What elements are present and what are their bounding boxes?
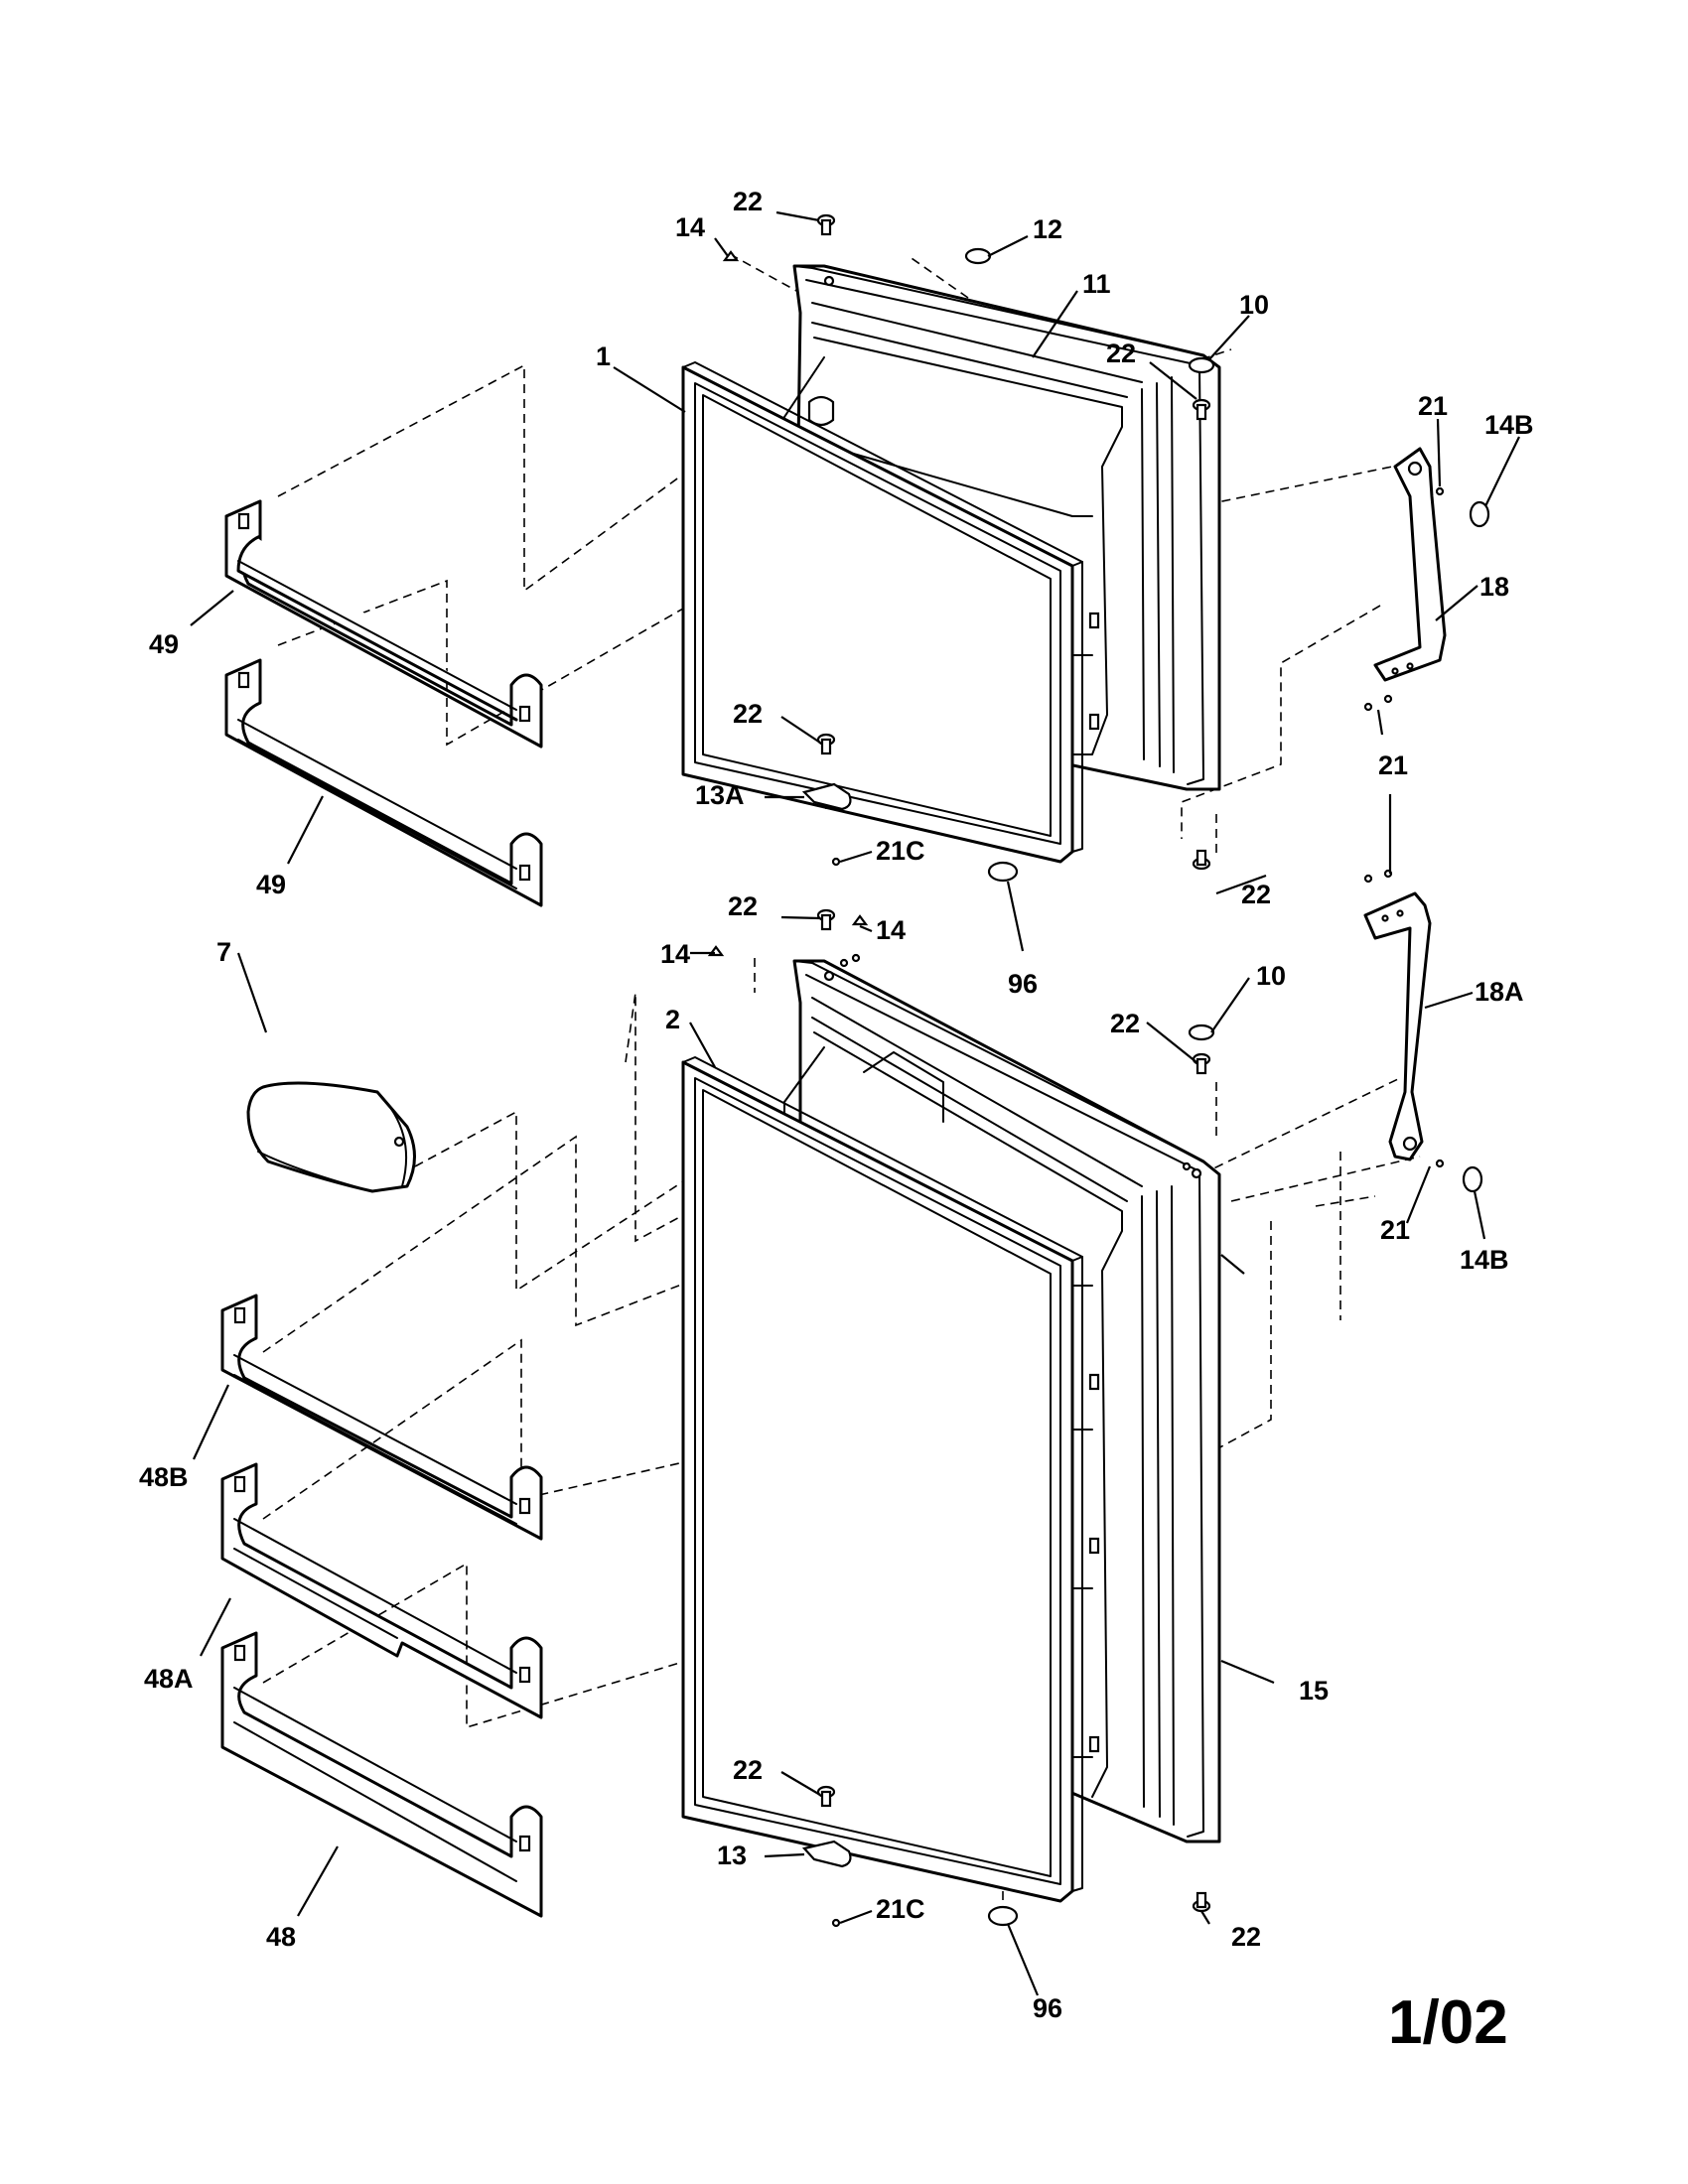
screw-21C-b xyxy=(831,1918,841,1928)
hinge-pin-13A xyxy=(801,782,852,811)
label-10-a: 10 xyxy=(1239,290,1269,320)
door-rack-49-lower xyxy=(224,658,543,907)
screw-21C-a xyxy=(831,857,841,867)
label-96-b: 96 xyxy=(1033,1993,1062,2023)
screw-22-c xyxy=(816,733,836,755)
cap-10-upper xyxy=(1188,356,1215,374)
screw-22-d xyxy=(1192,849,1211,871)
label-14B-a: 14B xyxy=(1484,410,1534,440)
screw-21-b xyxy=(1363,702,1373,712)
label-14-a: 14 xyxy=(675,212,705,242)
screw-22-g xyxy=(816,1785,836,1808)
door-rack-49-upper xyxy=(224,499,543,749)
label-48B: 48B xyxy=(139,1462,189,1492)
cap-10-lower xyxy=(1188,1024,1215,1041)
screw-21-a xyxy=(1435,486,1445,496)
screw-22-f xyxy=(1192,1052,1211,1075)
hardware xyxy=(707,213,1490,1928)
screw-22-h xyxy=(1192,1891,1211,1913)
label-7: 7 xyxy=(216,937,231,967)
hinge-18 xyxy=(1373,447,1447,682)
page-number: 1/02 xyxy=(1388,1988,1508,2057)
cap-14B-lower xyxy=(1462,1165,1483,1193)
label-21C-a: 21C xyxy=(876,836,925,866)
screw-21-d xyxy=(1363,874,1373,884)
label-22-h: 22 xyxy=(1231,1922,1261,1952)
label-22-a: 22 xyxy=(733,187,763,216)
label-13A: 13A xyxy=(695,780,745,810)
label-18: 18 xyxy=(1479,572,1509,602)
gasket-1 xyxy=(681,361,1083,864)
screw-22-a xyxy=(816,213,836,236)
dairy-door-7 xyxy=(246,1081,416,1193)
door-rack-48A xyxy=(220,1462,543,1719)
label-22-f: 22 xyxy=(1110,1009,1140,1038)
leader-lines xyxy=(190,210,1520,1996)
label-10-b: 10 xyxy=(1256,961,1286,991)
label-14-c: 14 xyxy=(660,939,690,969)
gasket-2 xyxy=(681,1056,1083,1903)
label-49-a: 49 xyxy=(149,629,179,659)
label-22-d: 22 xyxy=(1241,880,1271,909)
label-48A: 48A xyxy=(144,1664,194,1694)
screw-22-e xyxy=(816,908,836,931)
label-15: 15 xyxy=(1299,1676,1329,1706)
door-rack-48 xyxy=(220,1631,543,1918)
screw-21-f xyxy=(1435,1159,1445,1168)
screw-22-b xyxy=(1192,398,1211,421)
spacer-96-lower xyxy=(987,1905,1019,1927)
label-13: 13 xyxy=(717,1841,747,1870)
label-22-b: 22 xyxy=(1106,339,1136,368)
label-11: 11 xyxy=(1082,269,1111,299)
spacer-96-upper xyxy=(987,861,1019,883)
cap-14B-upper xyxy=(1469,500,1490,528)
label-18A: 18A xyxy=(1475,977,1524,1007)
label-48: 48 xyxy=(266,1922,296,1952)
label-2: 2 xyxy=(665,1005,680,1034)
hinge-18A xyxy=(1363,891,1432,1161)
label-49-b: 49 xyxy=(256,870,286,899)
door-rack-48B xyxy=(220,1294,543,1541)
label-14-b: 14 xyxy=(876,915,906,945)
label-21-c: 21 xyxy=(1380,1215,1410,1245)
hinge-pin-13 xyxy=(801,1840,852,1868)
label-22-c: 22 xyxy=(733,699,763,729)
plug-12 xyxy=(964,247,992,265)
label-22-e: 22 xyxy=(728,891,758,921)
label-12: 12 xyxy=(1033,214,1062,244)
label-96-a: 96 xyxy=(1008,969,1038,999)
label-1: 1 xyxy=(596,341,611,371)
label-22-g: 22 xyxy=(733,1755,763,1785)
label-14B-b: 14B xyxy=(1460,1245,1509,1275)
part-labels: 22 14 12 11 10 22 1 21 14B 18 49 22 21 1… xyxy=(139,187,1534,2023)
label-21-a: 21 xyxy=(1418,391,1448,421)
label-21-b: 21 xyxy=(1378,751,1408,780)
screw-14-c xyxy=(851,914,869,926)
label-21C-b: 21C xyxy=(876,1894,925,1924)
screw-21-c xyxy=(1383,694,1393,704)
